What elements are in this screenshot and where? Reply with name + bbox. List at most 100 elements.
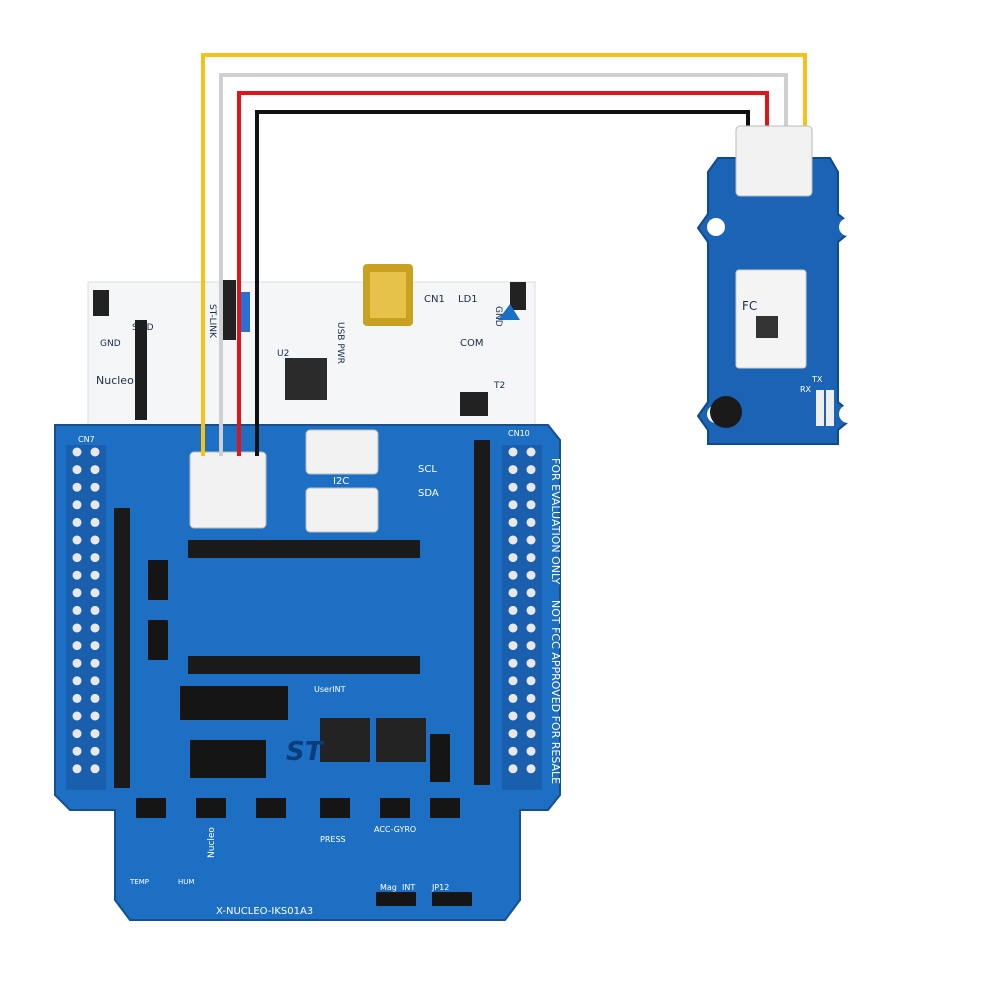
header-pin bbox=[90, 447, 100, 457]
press-label: PRESS bbox=[320, 835, 346, 844]
ic-right bbox=[376, 718, 426, 762]
scl-label: SCL bbox=[418, 464, 437, 475]
header-pin bbox=[508, 711, 518, 721]
header-pin bbox=[90, 764, 100, 774]
module-rx-label: RX bbox=[800, 385, 812, 394]
header-cn7 bbox=[66, 445, 106, 790]
header-pin bbox=[526, 570, 536, 580]
acc-gyro-label: ACC-GYRO bbox=[374, 825, 416, 834]
header-pin bbox=[508, 570, 518, 580]
grove-connector-i2c-top bbox=[305, 429, 379, 475]
t2-label: T2 bbox=[493, 381, 505, 391]
module-grove-connector bbox=[735, 125, 813, 197]
header-pin bbox=[90, 517, 100, 527]
header-pin bbox=[508, 465, 518, 475]
header-pin bbox=[72, 553, 82, 563]
header-pin bbox=[508, 447, 518, 457]
jumper-left bbox=[93, 290, 109, 316]
wire-yellow bbox=[201, 53, 807, 456]
header-pin bbox=[90, 588, 100, 598]
st-link-label: ST-LINK bbox=[207, 304, 217, 339]
mcu-chip bbox=[285, 358, 327, 400]
header-pin bbox=[72, 658, 82, 668]
com-label: COM bbox=[460, 338, 483, 349]
cn10-label: CN10 bbox=[508, 429, 530, 438]
header-pin bbox=[526, 641, 536, 651]
u2-label: U2 bbox=[277, 349, 289, 359]
header-pin bbox=[90, 676, 100, 686]
header-pin bbox=[526, 517, 536, 527]
module-antenna bbox=[710, 396, 742, 428]
usb-pwr-label: USB PWR bbox=[335, 322, 345, 364]
header-pin bbox=[72, 517, 82, 527]
header-pin bbox=[90, 570, 100, 580]
header-pin bbox=[72, 693, 82, 703]
header-pin bbox=[72, 465, 82, 475]
header-pin bbox=[72, 570, 82, 580]
header-pin bbox=[508, 553, 518, 563]
st-logo: ST bbox=[286, 737, 325, 767]
header-pin bbox=[526, 535, 536, 545]
arduino-header-mid bbox=[188, 656, 420, 674]
header-pin bbox=[526, 711, 536, 721]
nucleo-brand-shield: Nucleo bbox=[207, 827, 217, 858]
nucleo-brand-top: Nucleo bbox=[96, 374, 134, 387]
header-pin bbox=[90, 535, 100, 545]
jumper-st-link bbox=[222, 280, 236, 340]
header-pin bbox=[508, 746, 518, 756]
header-pin bbox=[90, 729, 100, 739]
header-pin bbox=[508, 605, 518, 615]
cn7-label: CN7 bbox=[78, 435, 95, 444]
sensor-shield-board: CN7 CN10 FOR EVALUATION ONLY NOT FCC APP… bbox=[54, 424, 562, 921]
header-pin bbox=[72, 605, 82, 615]
arduino-header-left bbox=[114, 508, 130, 788]
grove-connector-i2c-bottom bbox=[305, 487, 379, 533]
gnd-label-left: GND bbox=[100, 339, 121, 349]
header-pin bbox=[72, 711, 82, 721]
header-pin bbox=[508, 658, 518, 668]
header-pin bbox=[72, 623, 82, 633]
header-pin bbox=[526, 447, 536, 457]
header-pin bbox=[90, 711, 100, 721]
header-pin bbox=[526, 623, 536, 633]
header-pin bbox=[508, 588, 518, 598]
header-pin bbox=[90, 500, 100, 510]
ic-left bbox=[320, 718, 370, 762]
header-pin bbox=[508, 517, 518, 527]
header-pin bbox=[72, 676, 82, 686]
sda-label: SDA bbox=[418, 488, 439, 499]
header-pin bbox=[526, 500, 536, 510]
jp12-label: JP12 bbox=[431, 883, 449, 892]
wire-red bbox=[237, 91, 769, 456]
user-int-label: UserINT bbox=[314, 685, 346, 694]
wires bbox=[201, 53, 807, 456]
i2c-label: I2C bbox=[333, 476, 349, 487]
header-pin bbox=[72, 500, 82, 510]
int-label: INT bbox=[402, 883, 415, 892]
header-pin bbox=[526, 764, 536, 774]
module-tx-label: TX bbox=[811, 375, 823, 384]
header-pin bbox=[90, 623, 100, 633]
header-pin bbox=[526, 465, 536, 475]
header-pin bbox=[508, 764, 518, 774]
header-pin bbox=[508, 535, 518, 545]
header-pin bbox=[526, 658, 536, 668]
header-pin bbox=[72, 764, 82, 774]
header-cn10 bbox=[502, 445, 542, 790]
fcc-note: NOT FCC APPROVED FOR RESALE bbox=[549, 600, 562, 784]
grove-module: FC TX RX bbox=[696, 125, 857, 445]
header-pin bbox=[72, 641, 82, 651]
header-pin bbox=[72, 588, 82, 598]
shield-name: X-NUCLEO-IKS01A3 bbox=[216, 906, 313, 917]
header-pin bbox=[508, 729, 518, 739]
gnd-label-right: GND bbox=[493, 306, 503, 327]
header-pin bbox=[90, 641, 100, 651]
wire-black bbox=[255, 110, 750, 456]
header-pin bbox=[90, 746, 100, 756]
header-pin bbox=[508, 482, 518, 492]
header-pin bbox=[90, 658, 100, 668]
header-pin bbox=[90, 693, 100, 703]
eval-note: FOR EVALUATION ONLY bbox=[549, 458, 562, 585]
wire-white bbox=[219, 73, 788, 456]
